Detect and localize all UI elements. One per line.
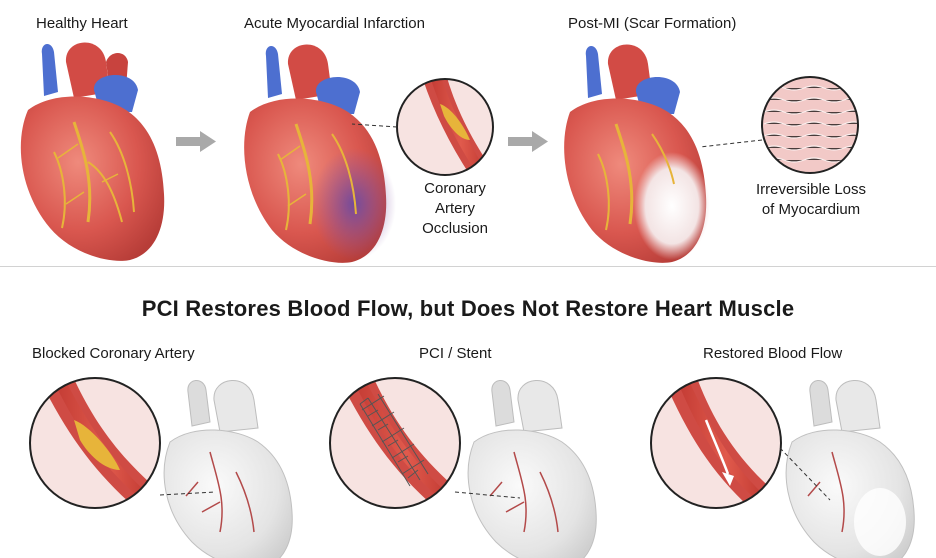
occlusion-label-line-2: Artery: [434, 200, 475, 217]
blocked-artery-inset: [29, 377, 216, 509]
occlusion-inset: [351, 78, 494, 176]
occlusion-label-line-1: Coronary: [424, 180, 486, 197]
acute-mi-title: Acute Myocardial Infarction: [244, 15, 425, 32]
acute-mi-heart: [244, 44, 396, 263]
flow-arrow-icon: [704, 419, 730, 475]
flow-arrowhead-icon: [722, 472, 734, 486]
section-divider: [0, 266, 936, 267]
healthy-heart: [20, 42, 165, 261]
healthy-heart-title: Healthy Heart: [36, 15, 128, 32]
grey-heart-restored: [785, 380, 915, 558]
arrow-1: [176, 131, 216, 152]
arrow-2: [508, 131, 548, 152]
loss-label-line-1: Irreversible Loss: [755, 181, 867, 198]
loss-label-line-2: of Myocardium: [761, 201, 861, 218]
myocardium-loss-label: Irreversible Loss of Myocardium: [736, 180, 886, 220]
post-mi-title: Post-MI (Scar Formation): [568, 15, 737, 32]
grey-heart-blocked: [163, 380, 293, 558]
blocked-artery-title: Blocked Coronary Artery: [32, 345, 195, 362]
pci-stent-title: PCI / Stent: [419, 345, 492, 362]
post-mi-heart: [564, 44, 710, 263]
restored-flow-title: Restored Blood Flow: [703, 345, 843, 362]
scar-tissue-inset: [699, 76, 859, 174]
grey-heart-stent: [467, 380, 597, 558]
occlusion-label: Coronary Artery Occlusion: [400, 179, 510, 239]
stent-mesh: [359, 393, 429, 487]
stent-inset: [329, 377, 521, 509]
restored-flow-inset: [650, 377, 831, 509]
pci-heading: PCI Restores Blood Flow, but Does Not Re…: [141, 296, 795, 321]
occlusion-label-line-3: Occlusion: [422, 220, 488, 237]
